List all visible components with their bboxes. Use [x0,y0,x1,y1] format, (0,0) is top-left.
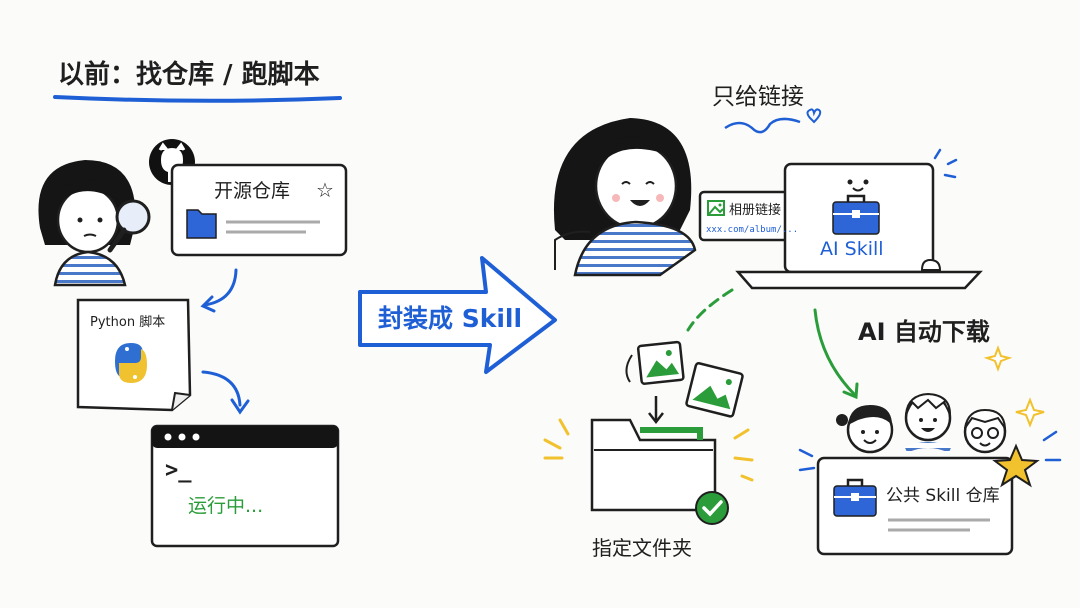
toolbox-icon-small [833,478,877,517]
flow-arrow-2 [201,370,242,407]
big-arrow-label: 封装成 Skill [378,304,523,333]
download-flow-arrow [813,308,857,397]
repo-card-title: 开源仓库 [214,180,291,202]
python-logo [115,343,147,383]
caption-target-folder: 指定文件夹 [592,536,692,560]
kids-illustration [836,392,1007,454]
caption-auto-download: AI 自动下载 [858,318,990,346]
section-title-before: 以前：找仓库 / 跑脚本 [58,60,320,90]
laptop-label: AI Skill [820,238,884,260]
title-underline [53,95,342,103]
sparkle-icon [983,345,1013,372]
flow-arrow-1 [203,268,238,307]
toolbox-icon [832,194,880,235]
girl-giving-link-illustration [553,118,697,277]
check-badge-icon [695,491,729,525]
star-icon: ☆ [316,178,334,202]
link-card-url: xxx.com/album/... [706,225,799,235]
caption-only-link: 只给链接 [712,84,804,110]
target-folder-icon [543,418,754,512]
laptop-illustration [735,148,983,290]
public-repo-title: 公共 Skill 仓库 [886,486,1000,506]
heart-doodle [806,108,822,124]
gold-star-icon [992,443,1040,488]
public-skill-repo-card [816,456,1014,556]
python-doc-title: Python 脚本 [90,315,166,330]
girl-searching-illustration [38,160,151,287]
photo-icon-2 [685,362,744,418]
dashed-flow-arrow [686,288,734,332]
python-script-document [76,298,192,412]
open-source-repo-card [170,163,348,257]
terminal-prompt: >_ [165,458,192,483]
album-link-card [698,190,804,242]
caption-squiggle [724,117,801,134]
terminal-window [150,424,340,548]
terminal-status: 运行中... [188,495,264,517]
sparkle-icon-2 [1015,397,1045,428]
big-arrow [358,256,557,374]
link-card-title: 相册链接 [729,203,782,218]
photo-icon-1 [636,340,685,385]
